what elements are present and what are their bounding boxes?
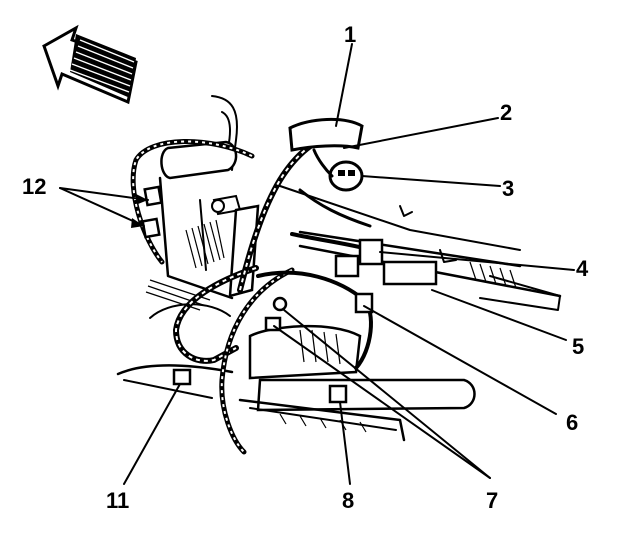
- front-arrow-icon: [42, 24, 138, 105]
- callout-5: 5: [572, 334, 584, 359]
- callout-11: 11: [106, 488, 129, 513]
- leader-lines: [59, 43, 575, 485]
- callout-labels: 1 2 3 4 5 6 7 8 11 12: [22, 22, 589, 513]
- callout-6: 6: [566, 410, 578, 435]
- callout-7: 7: [486, 488, 498, 513]
- callout-1: 1: [344, 22, 356, 47]
- wiring-harness: [130, 117, 438, 455]
- callout-12: 12: [22, 174, 46, 199]
- body-structure: [116, 95, 562, 442]
- callout-2: 2: [500, 100, 512, 125]
- callout-8: 8: [342, 488, 354, 513]
- callout-4: 4: [576, 256, 589, 281]
- callout-3: 3: [502, 176, 514, 201]
